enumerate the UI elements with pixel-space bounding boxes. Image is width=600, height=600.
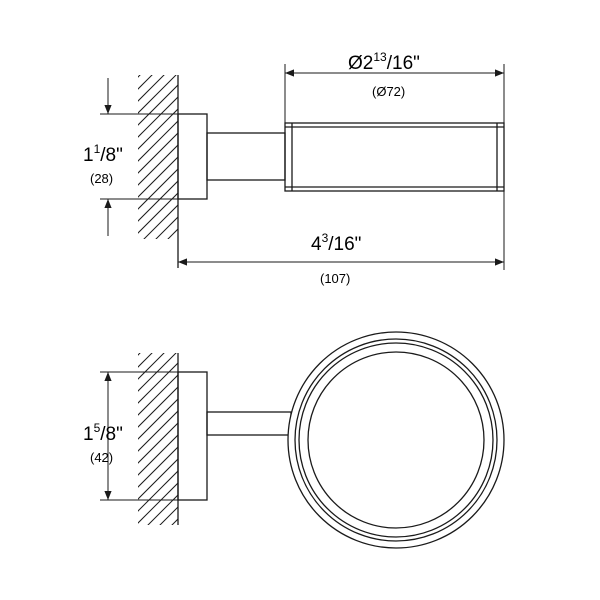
holder-inner-ring xyxy=(307,351,485,529)
dim-height-top-metric: (28) xyxy=(90,171,113,186)
wall-plate-side xyxy=(177,371,208,501)
arm-top xyxy=(206,132,286,181)
dim-length-metric: (107) xyxy=(320,271,350,286)
top-view xyxy=(100,64,505,270)
holder-outer-ring xyxy=(287,331,505,549)
dim-height-side-metric: (42) xyxy=(90,450,113,465)
dim-diameter-label: Ø213/16" xyxy=(348,50,420,74)
wall-hatch-top xyxy=(138,75,178,239)
holder-ring-3 xyxy=(298,342,494,538)
side-view xyxy=(100,331,505,549)
arm-side xyxy=(206,411,292,436)
dim-length-label: 43/16" xyxy=(311,231,361,255)
dim-diameter-metric: (Ø72) xyxy=(372,84,405,99)
wall-plate-top xyxy=(177,113,208,200)
dim-height-top-label: 11/8" xyxy=(83,142,123,166)
holder-top xyxy=(284,122,505,192)
wall-hatch-side xyxy=(138,353,178,525)
holder-ring-2 xyxy=(294,338,498,542)
dim-height-side-label: 15/8" xyxy=(83,421,123,445)
